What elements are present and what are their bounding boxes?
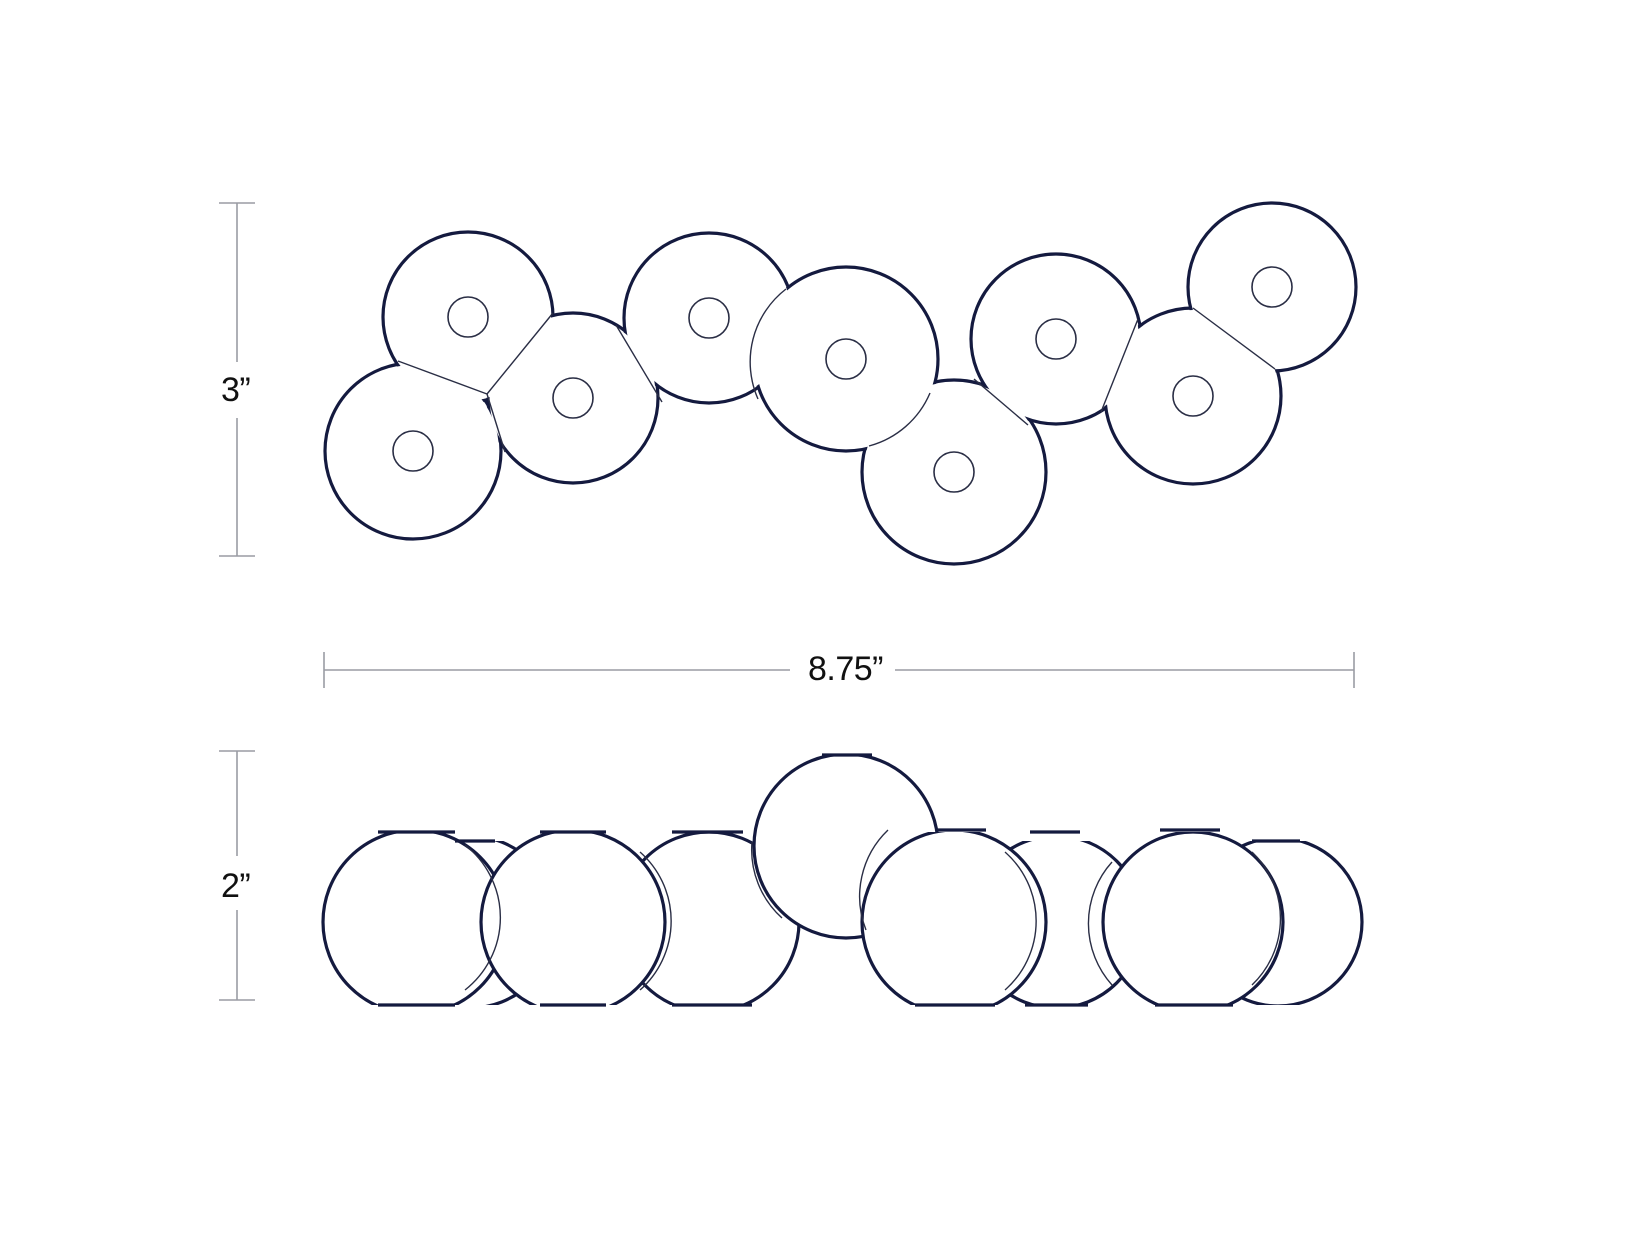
top-disc-hole [825,338,867,380]
top-view-height-label: 3” [221,371,251,409]
side-view-height-label: 2” [221,867,251,905]
side-view-disc-row [321,753,1364,1007]
overall-width-label: 8.75” [808,650,884,688]
top-view-disc-cluster [323,201,1358,566]
dimension-side-view-height [219,750,255,1001]
top-disc-hole [447,296,489,338]
top-disc-hole [1172,375,1214,417]
dimension-top-view-height [219,202,255,557]
dimension-overall-width [323,652,1355,688]
top-disc-hole [1035,318,1077,360]
top-disc-hole [392,430,434,472]
top-disc-hole [933,451,975,493]
top-disc-hole [1251,266,1293,308]
top-disc-hole [688,297,730,339]
top-disc-hole [552,377,594,419]
